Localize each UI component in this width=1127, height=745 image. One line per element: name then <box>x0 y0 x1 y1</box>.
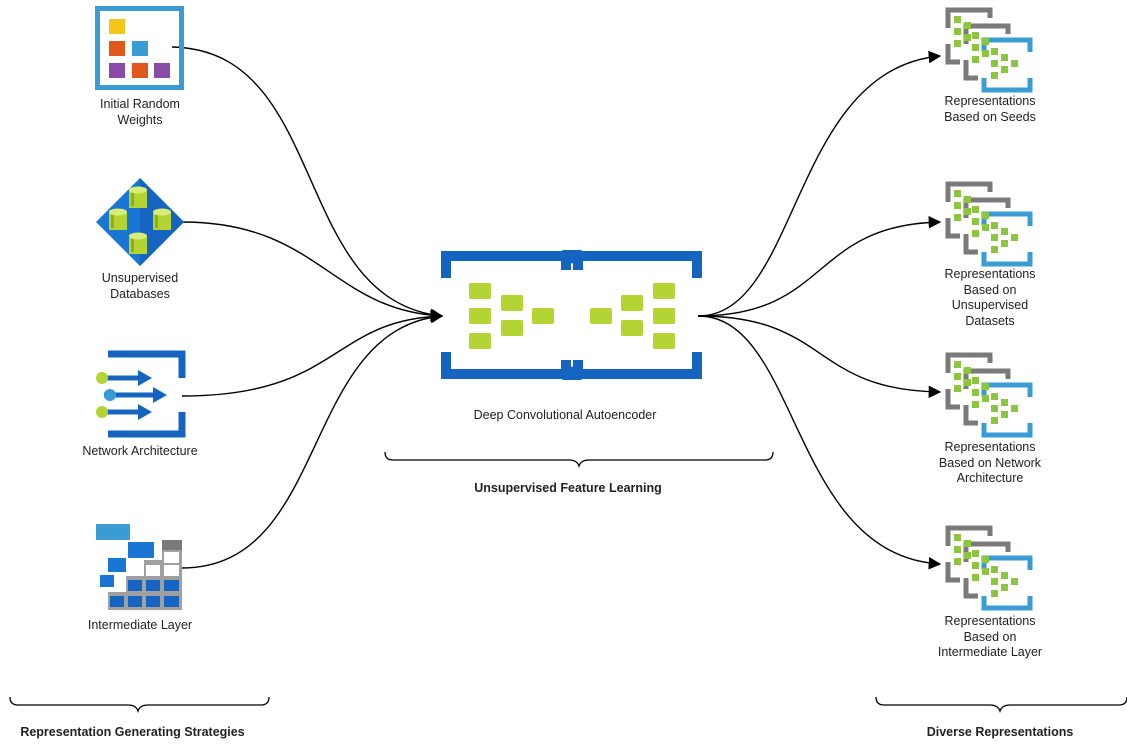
output-label-intermediate: Representations Based on Intermediate La… <box>937 614 1043 659</box>
connector-out-intermediate <box>697 315 942 570</box>
output-label-network: Representations Based on Network Archite… <box>938 440 1042 485</box>
autoencoder-icon <box>441 250 702 380</box>
representation-icon <box>948 184 1030 264</box>
representation-icon <box>948 10 1030 90</box>
autoencoder-label: Deep Convolutional Autoencoder <box>473 408 657 422</box>
input-label-intermediate-layer: Intermediate Layer <box>87 618 193 632</box>
left-group-label: Representation Generating Strategies <box>20 725 245 739</box>
network-architecture-icon <box>96 350 186 438</box>
brace-unsupervised-feature-learning <box>384 451 774 469</box>
intermediate-layer-icon <box>96 524 182 610</box>
output-label-seeds: Representations Based on Seeds <box>944 94 1036 124</box>
connector-intermediate-layer <box>181 310 444 569</box>
connector-databases <box>181 221 444 322</box>
connector-out-seeds <box>697 50 942 317</box>
output-connectors <box>697 50 942 570</box>
cylinder-right <box>153 208 171 230</box>
input-label-databases: Unsupervised Databases <box>101 271 179 301</box>
output-label-datasets: Representations Based on Unsupervised Da… <box>944 267 1036 328</box>
brace-left-group <box>9 696 270 714</box>
unsupervised-feature-learning-label: Unsupervised Feature Learning <box>474 481 662 495</box>
input-label-random-weights: Initial Random Weights <box>100 97 180 127</box>
cylinder-top <box>129 186 147 208</box>
brace-right-group <box>875 696 1127 714</box>
random-weights-icon <box>95 6 184 90</box>
right-group-label: Diverse Representations <box>926 725 1074 739</box>
cylinder-bottom <box>129 232 147 254</box>
connector-out-datasets <box>697 215 942 317</box>
cylinder-left <box>109 208 127 230</box>
representation-icon <box>948 528 1030 608</box>
input-label-network-architecture: Network Architecture <box>82 444 198 458</box>
braces <box>9 451 1127 714</box>
representation-icon <box>948 355 1030 435</box>
connector-network-architecture <box>181 310 444 397</box>
database-icon <box>96 178 184 266</box>
connector-random-weights <box>171 46 444 322</box>
input-connectors <box>171 46 444 569</box>
connector-out-network <box>697 315 942 399</box>
